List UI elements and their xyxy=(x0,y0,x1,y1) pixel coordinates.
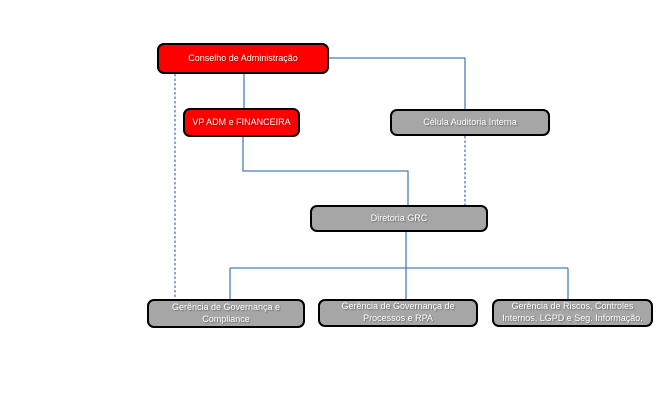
org-node-gerencia-riscos-controles-lgpd[interactable]: Gerência de Riscos, Controles Internos, … xyxy=(492,299,653,327)
org-node-label: Gerência de Governança de Processos e RP… xyxy=(341,301,455,323)
org-node-label: Gerência de Governança e Compliance xyxy=(171,301,281,324)
org-node-label: Célula Auditoria Interna xyxy=(423,116,517,127)
org-node-label: Gerência de Riscos, Controles Internos, … xyxy=(502,301,643,323)
connector-conselho-auditoria xyxy=(329,57,466,109)
connector-vp-grc xyxy=(242,137,409,205)
org-node-celula-auditoria-interna[interactable]: Célula Auditoria Interna xyxy=(390,109,550,136)
org-node-label: VP ADM e FINANCEIRA xyxy=(192,116,291,127)
org-node-vp-adm-e-financeira[interactable]: VP ADM e FINANCEIRA xyxy=(183,108,300,137)
org-node-conselho-de-administracao[interactable]: Conselho de Administração xyxy=(157,43,329,74)
org-node-diretoria-grc[interactable]: Diretoria GRC xyxy=(310,205,488,232)
org-node-gerencia-governanca-compliance[interactable]: Gerência de Governança e Compliance xyxy=(147,299,305,328)
org-node-label: Conselho de Administração xyxy=(188,52,298,63)
org-node-label: Diretoria GRC xyxy=(370,212,428,223)
org-node-gerencia-governanca-processos-rpa[interactable]: Gerência de Governança de Processos e RP… xyxy=(318,299,478,327)
